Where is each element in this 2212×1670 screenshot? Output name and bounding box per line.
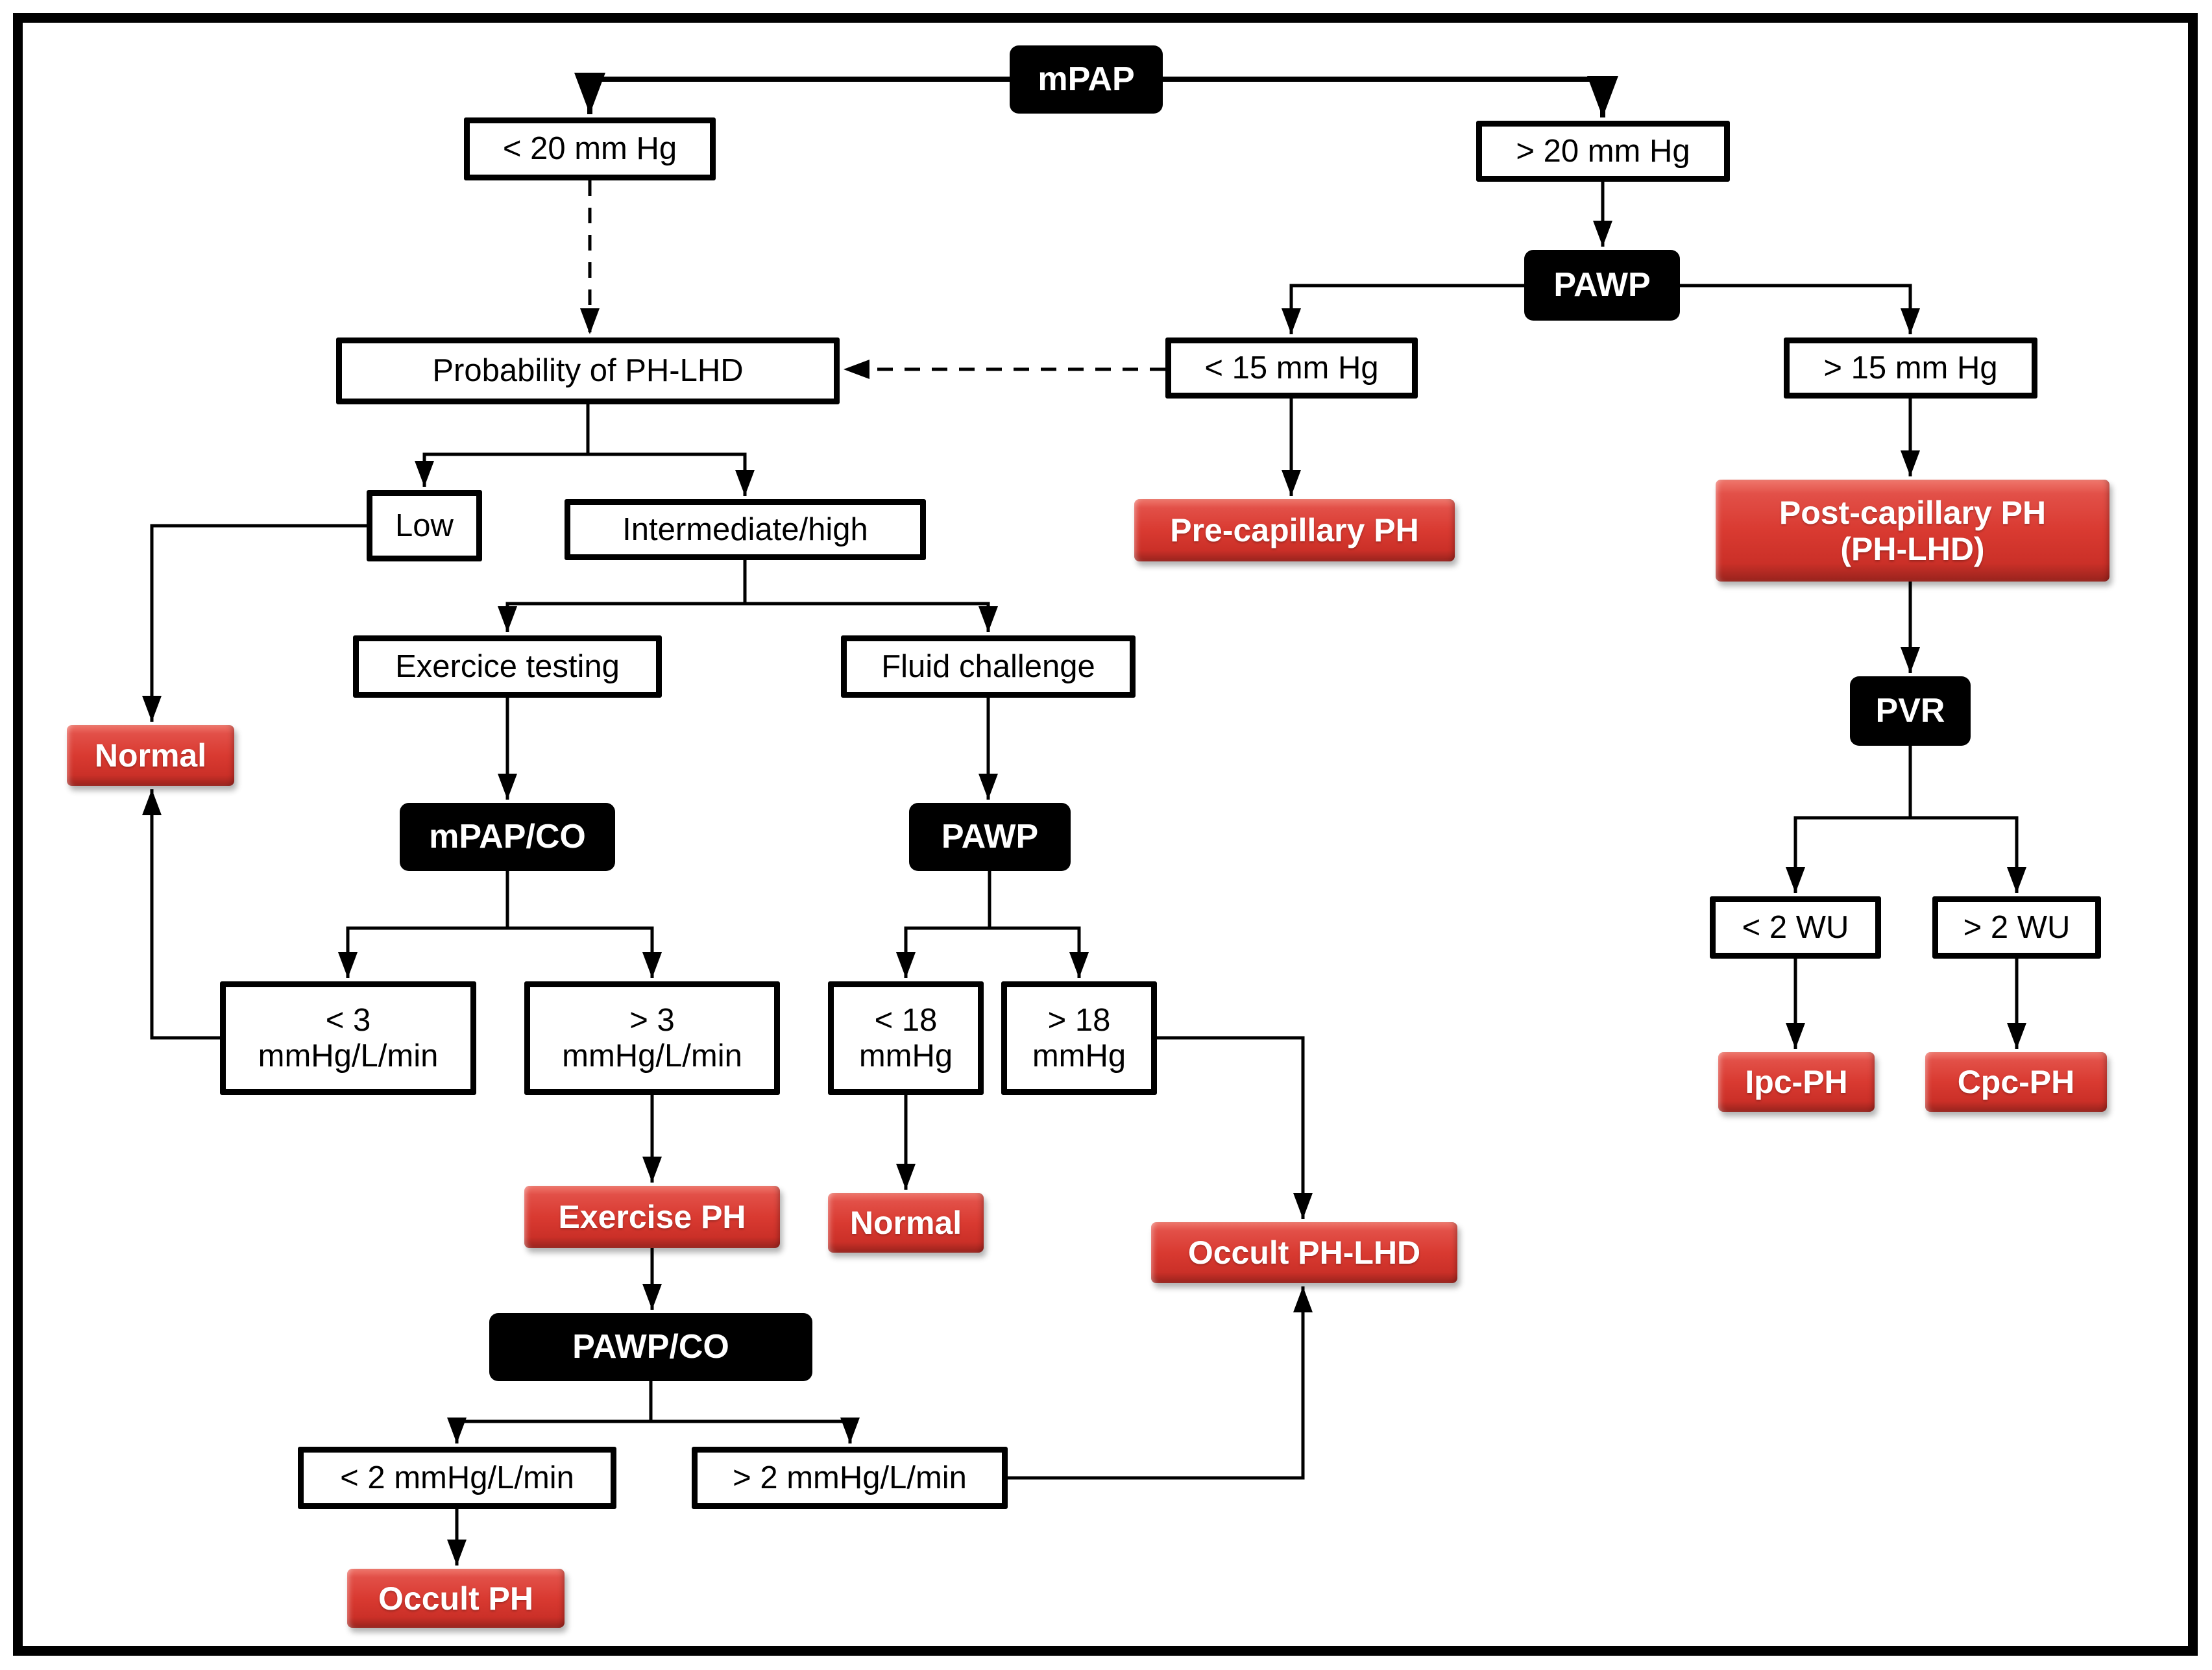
slope-gt2-criterion-box: > 2 mmHg/L/min	[692, 1447, 1008, 1509]
pawp-lt18-criterion-box: < 18 mmHg	[828, 981, 984, 1095]
mpap-gt20-criterion-box: > 20 mm Hg	[1476, 121, 1730, 182]
normal-result-box-left: Normal	[67, 725, 234, 786]
mpap-co-parameter-box: mPAP/CO	[400, 803, 615, 871]
normal-result-box-middle: Normal	[828, 1193, 984, 1253]
exercise-testing-box: Exercice testing	[353, 635, 662, 698]
ipc-ph-result-box: Ipc-PH	[1718, 1052, 1875, 1112]
edge-mpap-to-gt20	[1163, 76, 1618, 117]
pawp-fluid-parameter-box: PAWP	[909, 803, 1071, 871]
edge-mpap-to-lt20	[574, 73, 1010, 114]
edge-inter-to-exercise-testing	[498, 560, 747, 632]
pvr-lt2wu-criterion-box: < 2 WU	[1710, 896, 1881, 959]
figure-border	[13, 13, 2198, 1656]
pawp-gt15-criterion-box: > 15 mm Hg	[1784, 338, 2037, 399]
edge-low-to-normal	[142, 524, 367, 722]
edge-gt18-to-occult-phlhd	[1157, 1036, 1313, 1219]
edge-lt3-to-normal	[142, 789, 220, 1040]
edge-pawp-mid-to-lt18	[896, 871, 991, 978]
probability-of-ph-lhd-box: Probability of PH-LHD	[336, 338, 840, 404]
occult-ph-result-box: Occult PH	[347, 1569, 565, 1628]
edge-mpapco-to-lt3	[338, 871, 509, 978]
pawp-co-parameter-box: PAWP/CO	[489, 1313, 812, 1381]
pawp-gt18-criterion-box: > 18 mmHg	[1001, 981, 1157, 1095]
pawp-lt15-criterion-box: < 15 mm Hg	[1165, 338, 1418, 399]
post-capillary-ph-result-box: Post-capillary PH (PH-LHD)	[1716, 480, 2109, 582]
cpc-ph-result-box: Cpc-PH	[1925, 1052, 2107, 1112]
edge-prob-to-inter	[588, 452, 755, 496]
edge-prob-to-low	[415, 404, 590, 487]
edge-pawp-to-lt15	[1282, 284, 1524, 334]
edge-inter-to-fluid	[745, 602, 998, 632]
edge-pvr-to-gt2wu	[1910, 816, 2026, 893]
mpap-lt20-criterion-box: < 20 mm Hg	[464, 117, 716, 180]
edge-mpapco-to-gt3	[507, 926, 662, 978]
pvr-gt2wu-criterion-box: > 2 WU	[1932, 896, 2101, 959]
edge-pawp-to-gt15	[1680, 284, 1920, 334]
pre-capillary-ph-result-box: Pre-capillary PH	[1134, 499, 1455, 561]
edge-pawpco-to-gt2	[651, 1418, 860, 1443]
edge-gt2-to-occult-phlhd	[1008, 1286, 1313, 1480]
probability-low-box: Low	[367, 490, 482, 561]
slope-lt3-criterion-box: < 3 mmHg/L/min	[220, 981, 476, 1095]
fluid-challenge-box: Fluid challenge	[841, 635, 1136, 698]
edge-pawpco-to-lt2	[447, 1381, 653, 1443]
edge-pawp-mid-to-gt18	[990, 926, 1089, 978]
pvr-parameter-box: PVR	[1850, 676, 1971, 746]
slope-gt3-criterion-box: > 3 mmHg/L/min	[524, 981, 780, 1095]
exercise-ph-result-box: Exercise PH	[524, 1186, 780, 1248]
slope-lt2-criterion-box: < 2 mmHg/L/min	[298, 1447, 616, 1509]
occult-ph-lhd-result-box: Occult PH-LHD	[1151, 1222, 1457, 1283]
edge-pvr-to-lt2wu	[1786, 746, 1912, 893]
mpap-parameter-box: mPAP	[1010, 45, 1163, 114]
probability-intermediate-high-box: Intermediate/high	[565, 499, 926, 560]
pawp-parameter-box: PAWP	[1524, 250, 1680, 321]
